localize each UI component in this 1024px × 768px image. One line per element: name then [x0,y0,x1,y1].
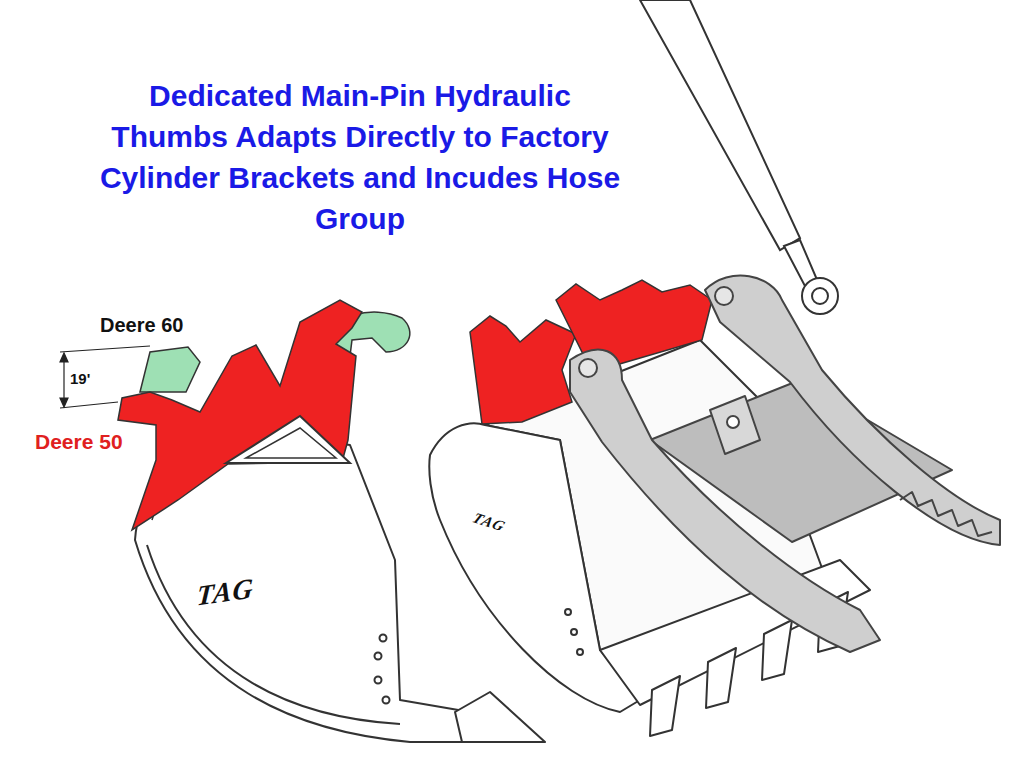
angle-dimension [60,346,150,408]
model-label: Deere 60 [100,314,183,337]
hydraulic-thumb [570,276,1000,652]
triangle-bracket [226,416,350,463]
hydraulic-cylinder [640,0,838,314]
model-label: Deere 50 [35,430,123,454]
angle-label: 19' [70,370,90,387]
title: Dedicated Main-Pin Hydraulic Thumbs Adap… [90,75,630,239]
